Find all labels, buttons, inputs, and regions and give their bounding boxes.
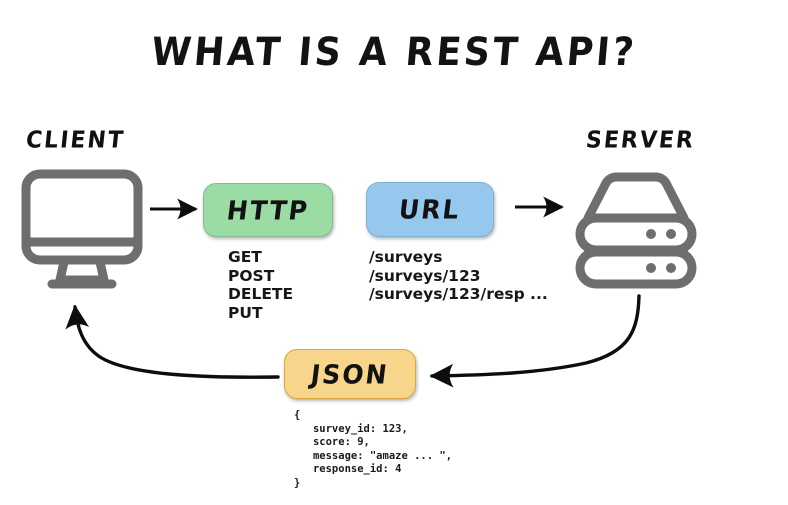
- http-methods-list: GET POST DELETE PUT: [228, 248, 294, 322]
- arrow-server-to-json: [429, 294, 641, 388]
- http-node-label: HTTP: [225, 194, 311, 226]
- url-paths-list: /surveys /surveys/123 /surveys/123/resp …: [369, 248, 548, 303]
- monitor-icon: [20, 168, 144, 292]
- http-node[interactable]: HTTP: [203, 183, 333, 237]
- url-node[interactable]: URL: [366, 182, 494, 237]
- json-node-label: JSON: [309, 358, 391, 390]
- page-title: WHAT IS A REST API?: [149, 30, 639, 75]
- client-label: CLIENT: [24, 127, 127, 154]
- json-code-block: { survey_id: 123, score: 9, message: "am…: [294, 409, 453, 489]
- server-label: SERVER: [584, 127, 697, 154]
- json-node[interactable]: JSON: [284, 349, 416, 399]
- server-stack-icon: [572, 170, 700, 292]
- url-node-label: URL: [397, 194, 463, 225]
